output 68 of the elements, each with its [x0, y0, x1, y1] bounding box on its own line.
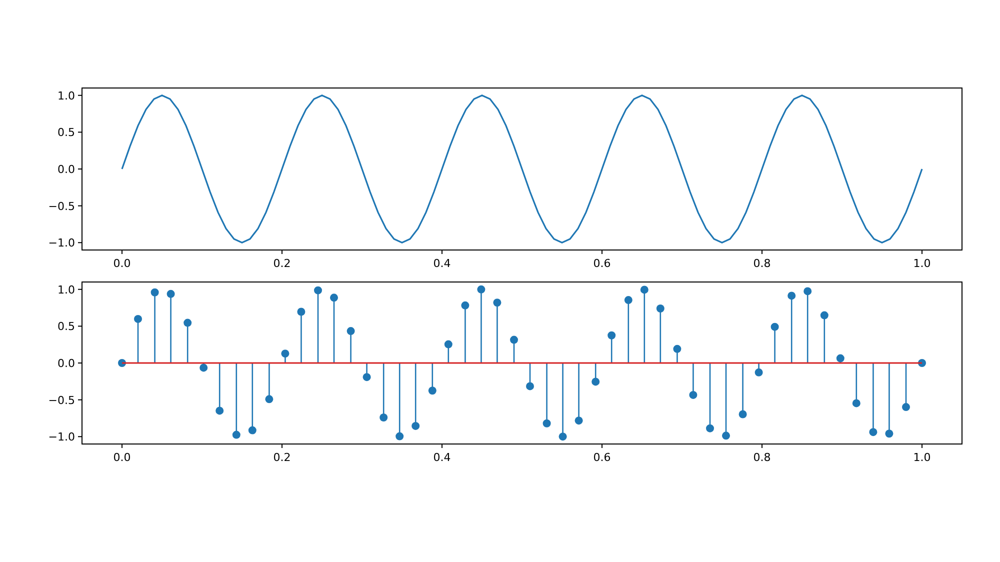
point — [656, 304, 664, 313]
point — [166, 290, 175, 298]
point — [788, 292, 796, 300]
point — [346, 327, 355, 336]
tick-label: 0.4 — [433, 257, 451, 270]
point — [184, 318, 192, 327]
point — [706, 424, 714, 432]
tick-label: 0.2 — [273, 257, 291, 270]
point — [770, 322, 779, 331]
point — [248, 426, 256, 434]
tick-label: −1.0 — [48, 430, 75, 444]
tick-label: 0.6 — [593, 451, 611, 464]
point — [134, 314, 142, 323]
tick-label: 0.2 — [273, 451, 291, 464]
tick-label: 0.5 — [58, 320, 75, 334]
point — [150, 288, 159, 296]
point — [804, 287, 812, 296]
tick-label: −0.5 — [48, 200, 75, 213]
tick-label: 1.0 — [913, 451, 931, 464]
point — [428, 386, 436, 395]
point — [608, 331, 616, 340]
point — [281, 350, 290, 358]
tick-label: 0.8 — [753, 257, 771, 270]
point — [869, 428, 878, 436]
tick-label: 0.5 — [58, 126, 75, 140]
tick-label: 0.0 — [58, 357, 75, 370]
point — [624, 296, 632, 304]
point — [542, 419, 551, 428]
point — [477, 285, 486, 294]
point — [444, 340, 452, 348]
point — [738, 410, 747, 418]
tick-label: −1.0 — [48, 236, 75, 250]
point — [265, 395, 274, 404]
tick-label: 0.0 — [113, 257, 131, 270]
point — [461, 301, 470, 310]
point — [510, 336, 518, 344]
point — [640, 286, 648, 294]
point — [380, 413, 388, 422]
point — [558, 432, 567, 441]
point — [852, 399, 860, 408]
point — [673, 344, 682, 353]
point — [902, 403, 910, 412]
point — [412, 422, 420, 430]
tick-label: 0.6 — [593, 257, 611, 270]
point — [493, 298, 502, 307]
point — [216, 406, 224, 415]
point — [396, 432, 404, 440]
point — [754, 368, 763, 376]
tick-label: 0.4 — [433, 451, 451, 464]
tick-label: 1.0 — [913, 257, 931, 270]
tick-label: 0.0 — [58, 163, 75, 176]
point — [314, 286, 322, 294]
tick-label: 1.0 — [58, 283, 75, 296]
point — [689, 390, 698, 399]
point — [885, 430, 894, 438]
tick-label: 0.0 — [113, 451, 131, 464]
tick-label: 0.8 — [753, 451, 771, 464]
point — [820, 311, 828, 320]
point — [232, 430, 240, 439]
point — [362, 373, 371, 382]
point — [526, 382, 534, 390]
point — [592, 378, 600, 386]
point — [297, 308, 306, 316]
tick-label: 1.0 — [58, 89, 75, 102]
point — [330, 294, 338, 302]
tick-label: −0.5 — [48, 394, 75, 407]
point — [722, 432, 730, 440]
point — [574, 416, 583, 425]
